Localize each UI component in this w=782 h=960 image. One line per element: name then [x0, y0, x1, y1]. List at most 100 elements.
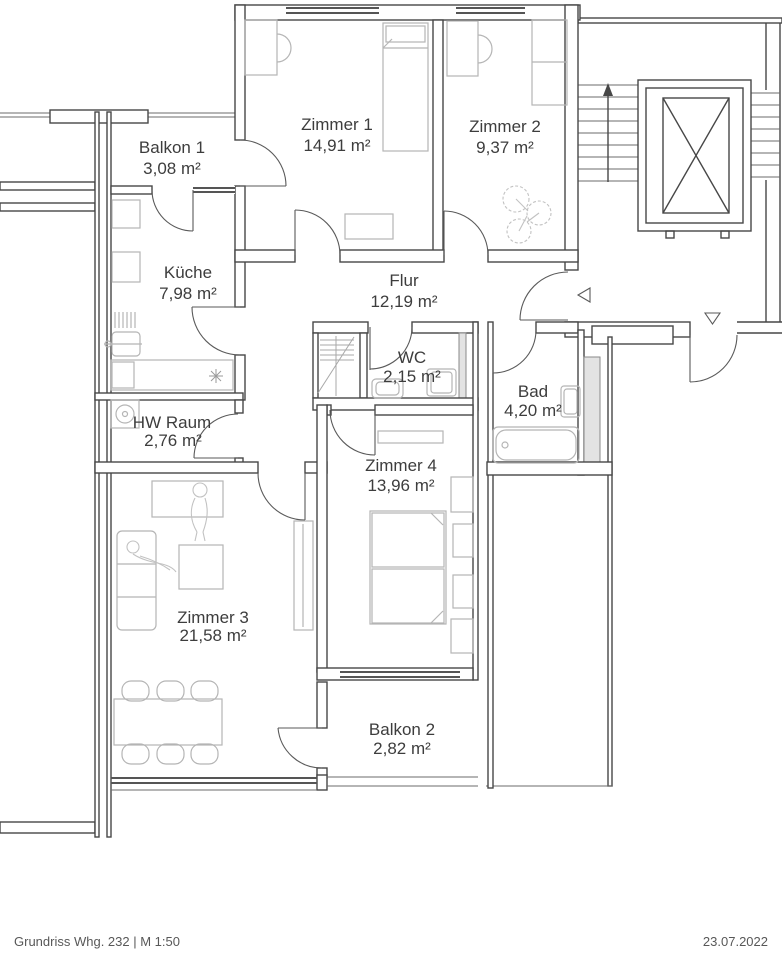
fixtures-bad	[492, 385, 581, 464]
party-wall	[106, 111, 112, 838]
apartment-walls	[94, 4, 613, 791]
hob-marker	[209, 369, 223, 383]
room-area-zimmer-2: 9,37 m²	[476, 138, 534, 157]
window-balkon-1	[193, 186, 235, 194]
room-label-balkon-2: Balkon 2	[369, 720, 435, 739]
stove	[114, 312, 136, 328]
room-area-bad: 4,20 m²	[504, 401, 562, 420]
door-bad	[492, 329, 537, 374]
bad-duct	[583, 356, 601, 464]
room-area-flur: 12,19 m²	[370, 292, 437, 311]
coffee-table	[178, 544, 224, 590]
furniture-zimmer-4	[369, 430, 474, 654]
room-area-wc: 2,15 m²	[383, 367, 441, 386]
desk	[151, 480, 224, 518]
dining-set	[113, 680, 223, 765]
chair	[190, 743, 219, 765]
standing-person-figure	[190, 482, 208, 542]
nightstand	[452, 523, 474, 558]
dresser	[344, 213, 394, 240]
fixtures-wc	[371, 368, 457, 399]
stairs-right-flight	[751, 92, 780, 178]
bathtub	[492, 426, 580, 464]
washing-machine	[110, 399, 140, 429]
furniture-zimmer-3	[113, 480, 314, 765]
shelf	[377, 430, 444, 444]
sofa	[116, 530, 157, 631]
entrance-triangle-down-icon	[703, 312, 722, 325]
wardrobe-closet-flur	[317, 336, 355, 396]
dining-table	[113, 698, 223, 746]
room-label-kueche: Küche	[164, 263, 212, 282]
chair	[156, 680, 185, 702]
double-bed	[369, 510, 447, 625]
cabinet	[111, 251, 141, 283]
door-zimmer2	[443, 210, 489, 256]
room-area-zimmer-3: 21,58 m²	[179, 626, 246, 645]
sink	[104, 331, 142, 357]
fridge	[111, 199, 141, 229]
neighbor-entrance-door	[689, 334, 738, 383]
room-label-hw-raum: HW Raum	[133, 413, 211, 432]
room-label-zimmer-1: Zimmer 1	[301, 115, 373, 134]
desk	[244, 19, 278, 76]
room-area-kueche: 7,98 m²	[159, 284, 217, 303]
door-zimmer3	[257, 472, 306, 521]
dresser	[450, 618, 474, 654]
room-area-hw-raum: 2,76 m²	[144, 431, 202, 450]
room-area-balkon-1: 3,08 m²	[143, 159, 201, 178]
plant-icon	[502, 185, 552, 244]
chair	[190, 680, 219, 702]
chair	[156, 743, 185, 765]
door-entrance	[519, 271, 569, 321]
footer-date: 23.07.2022	[703, 934, 768, 949]
room-label-zimmer-4: Zimmer 4	[365, 456, 437, 475]
furniture-zimmer-2	[446, 19, 568, 244]
desk	[446, 20, 479, 77]
toilet	[371, 378, 404, 399]
party-wall	[94, 111, 100, 838]
wc-sink	[426, 368, 457, 397]
wc-duct	[458, 332, 467, 399]
room-area-zimmer-4: 13,96 m²	[367, 476, 434, 495]
room-area-balkon-2: 2,82 m²	[373, 739, 431, 758]
bad-sink	[560, 385, 581, 418]
door-balkon1-zimmer1	[239, 139, 287, 187]
room-labels: Balkon 1 3,08 m² Zimmer 1 14,91 m² Zimme…	[133, 115, 562, 758]
entrance-triangle-left-icon	[576, 287, 591, 303]
footer-title: Grundriss Whg. 232 | M 1:50	[14, 934, 180, 949]
room-label-flur: Flur	[389, 271, 419, 290]
room-area-zimmer-1: 14,91 m²	[303, 136, 370, 155]
door-zimmer3-balkon2	[277, 727, 323, 769]
room-label-zimmer-2: Zimmer 2	[469, 117, 541, 136]
pillow	[385, 25, 426, 43]
window-zimmer-4	[340, 669, 460, 679]
doormat-recess	[591, 325, 674, 345]
room-label-zimmer-3: Zimmer 3	[177, 608, 249, 627]
exterior-structure	[0, 109, 235, 838]
dresser	[450, 476, 474, 513]
stair-direction-arrow-icon	[603, 83, 613, 182]
stairwell	[577, 17, 782, 322]
furniture-zimmer-1	[244, 19, 429, 240]
door-kueche-flur	[191, 306, 241, 356]
footer: Grundriss Whg. 232 | M 1:50 23.07.2022	[14, 934, 768, 949]
room-label-wc: WC	[398, 348, 426, 367]
chair	[477, 34, 493, 64]
doors	[151, 139, 569, 769]
room-label-bad: Bad	[518, 382, 548, 401]
counter	[110, 359, 234, 391]
door-zimmer1	[294, 209, 341, 256]
door-hw-raum	[193, 413, 239, 459]
door-zimmer4	[329, 409, 376, 456]
door-balkon1-kueche	[151, 189, 194, 232]
landing-walls	[486, 287, 782, 787]
furniture-kueche	[104, 199, 234, 391]
room-label-balkon-1: Balkon 1	[139, 138, 205, 157]
door-wc	[369, 326, 413, 370]
furniture-hw-raum	[110, 399, 140, 429]
nightstand	[452, 574, 474, 609]
chair	[121, 680, 150, 702]
